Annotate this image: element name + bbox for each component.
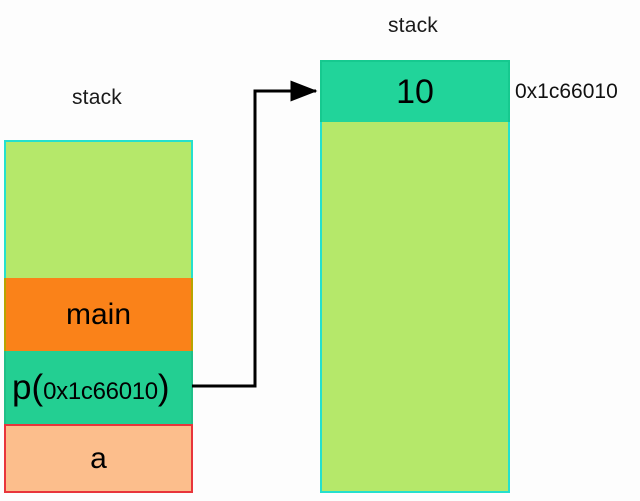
left-stack-main-label: main [65, 297, 132, 331]
heap-address-annotation: 0x1c66010 [515, 80, 618, 103]
right-stack: 10 [320, 60, 510, 493]
right-stack-free-space [320, 122, 510, 493]
left-stack-pointer-frame: p( 0x1c66010 ) [4, 351, 193, 424]
right-stack-value-label: 10 [396, 73, 434, 111]
left-stack-main-frame: main [4, 278, 193, 351]
pointer-label-suffix: ) [157, 368, 170, 407]
left-stack: main p( 0x1c66010 ) a [4, 140, 193, 493]
left-stack-free-space [4, 140, 193, 278]
right-stack-value-frame: 10 [320, 60, 510, 122]
pointer-variable-label: p( 0x1c66010 ) [6, 370, 170, 405]
pointer-label-address: 0x1c66010 [43, 378, 158, 405]
left-stack-title: stack [71, 86, 122, 109]
left-stack-a-label: a [90, 441, 107, 475]
right-stack-title: stack [387, 14, 438, 37]
left-stack-a-frame: a [4, 424, 193, 493]
pointer-label-prefix: p( [12, 368, 44, 407]
